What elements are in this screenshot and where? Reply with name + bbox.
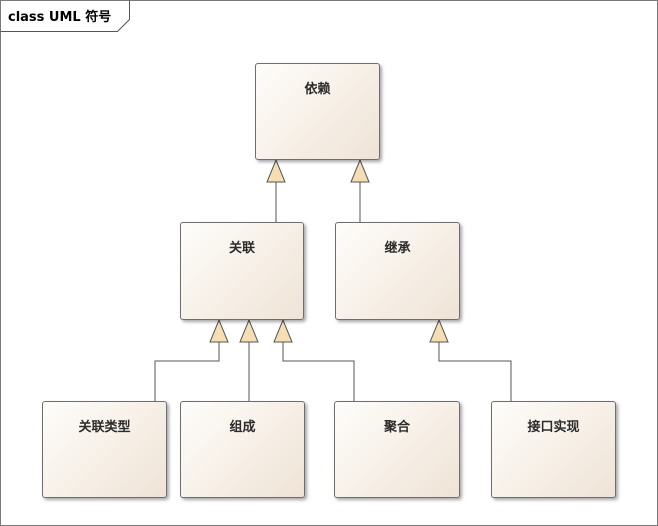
- generalization-arrow-aggregation: [273, 318, 293, 343]
- class-association-type[interactable]: 关联类型: [42, 401, 167, 498]
- class-name: 聚合: [383, 420, 410, 435]
- class-inheritance[interactable]: 继承: [335, 222, 460, 320]
- generalization-arrow-association-type: [209, 318, 229, 343]
- generalization-arrow-composition: [239, 318, 259, 343]
- class-dependency[interactable]: 依赖: [255, 63, 380, 160]
- class-name: 继承: [384, 241, 411, 256]
- class-name: 接口实现: [527, 420, 580, 435]
- class-interface-realization[interactable]: 接口实现: [491, 401, 616, 498]
- generalization-line-aggregation: [282, 342, 355, 401]
- class-composition[interactable]: 组成: [180, 401, 305, 498]
- class-aggregation[interactable]: 聚合: [334, 401, 460, 498]
- frame-title-tab: [0, 0, 130, 32]
- class-name: 依赖: [304, 82, 331, 97]
- class-association[interactable]: 关联: [180, 222, 304, 320]
- generalization-arrow-association-dependency: [266, 158, 286, 183]
- generalization-line-association-type: [154, 342, 220, 401]
- class-name: 关联类型: [78, 420, 131, 435]
- class-name: 组成: [229, 420, 256, 435]
- generalization-line-interface-realization: [438, 342, 512, 401]
- class-name: 关联: [228, 241, 255, 256]
- generalization-arrow-inheritance-dependency: [350, 158, 370, 183]
- diagram-title: class UML 符号: [8, 10, 112, 25]
- generalization-arrow-interface-realization: [429, 318, 449, 343]
